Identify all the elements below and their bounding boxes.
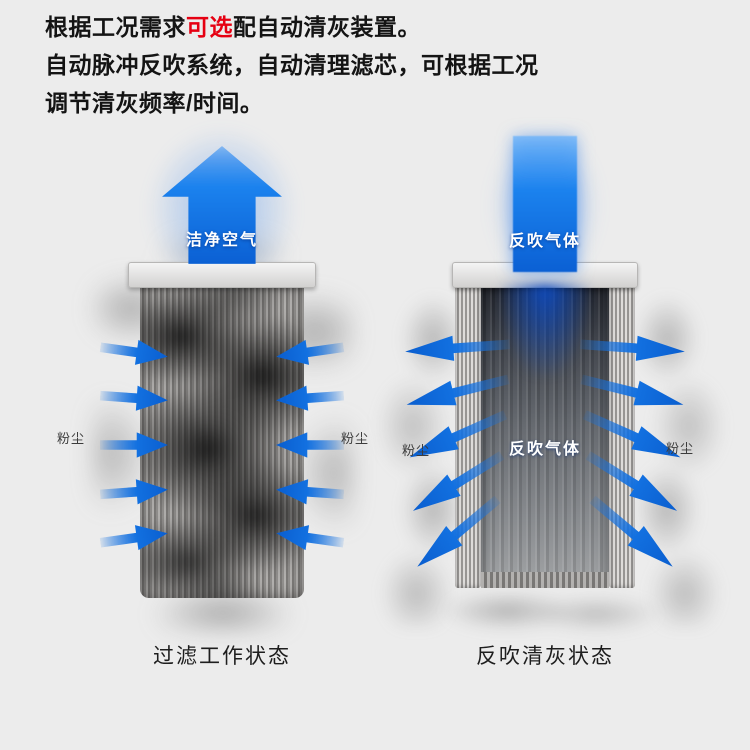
dust-label-left: 粉尘 [57, 431, 86, 446]
header-line-2: 自动脉冲反吹系统，自动清理滤芯，可根据工况 [45, 52, 539, 78]
pleated-bottom-edge [481, 572, 609, 588]
dust-label-left: 粉尘 [402, 443, 431, 458]
clean-air-label: 洁净空气 [185, 232, 258, 249]
header-line-3: 调节清灰频率/时间。 [45, 90, 264, 116]
dust-label-right: 粉尘 [666, 441, 695, 456]
right-figure-caption: 反吹清灰状态 [476, 645, 614, 668]
dust-coating [140, 287, 304, 598]
filter-wall-right [609, 288, 635, 588]
filter-cartridge-dusty [140, 287, 304, 598]
header-line-1: 根据工况需求可选配自动清灰装置。 [45, 8, 715, 46]
left-figure-caption: 过滤工作状态 [153, 645, 291, 668]
backflush-gas-column-icon [513, 136, 577, 272]
backflush-gas-label-inner: 反吹气体 [508, 441, 581, 458]
dust-cloud-bottom [445, 582, 655, 640]
dust-label-right: 粉尘 [341, 431, 370, 446]
header-line1-post: 配自动清灰装置。 [233, 14, 421, 40]
filter-wall-left [455, 288, 481, 588]
backflush-inner-glow [500, 284, 590, 376]
filter-cap-left [128, 262, 316, 288]
header-line1-pre: 根据工况需求 [45, 14, 186, 40]
description-text-block: 根据工况需求可选配自动清灰装置。 自动脉冲反吹系统，自动清理滤芯，可根据工况 调… [45, 8, 715, 122]
dust-cloud-right [628, 292, 726, 627]
backflush-gas-label-top: 反吹气体 [508, 233, 581, 250]
header-highlight-text: 可选 [186, 14, 233, 40]
